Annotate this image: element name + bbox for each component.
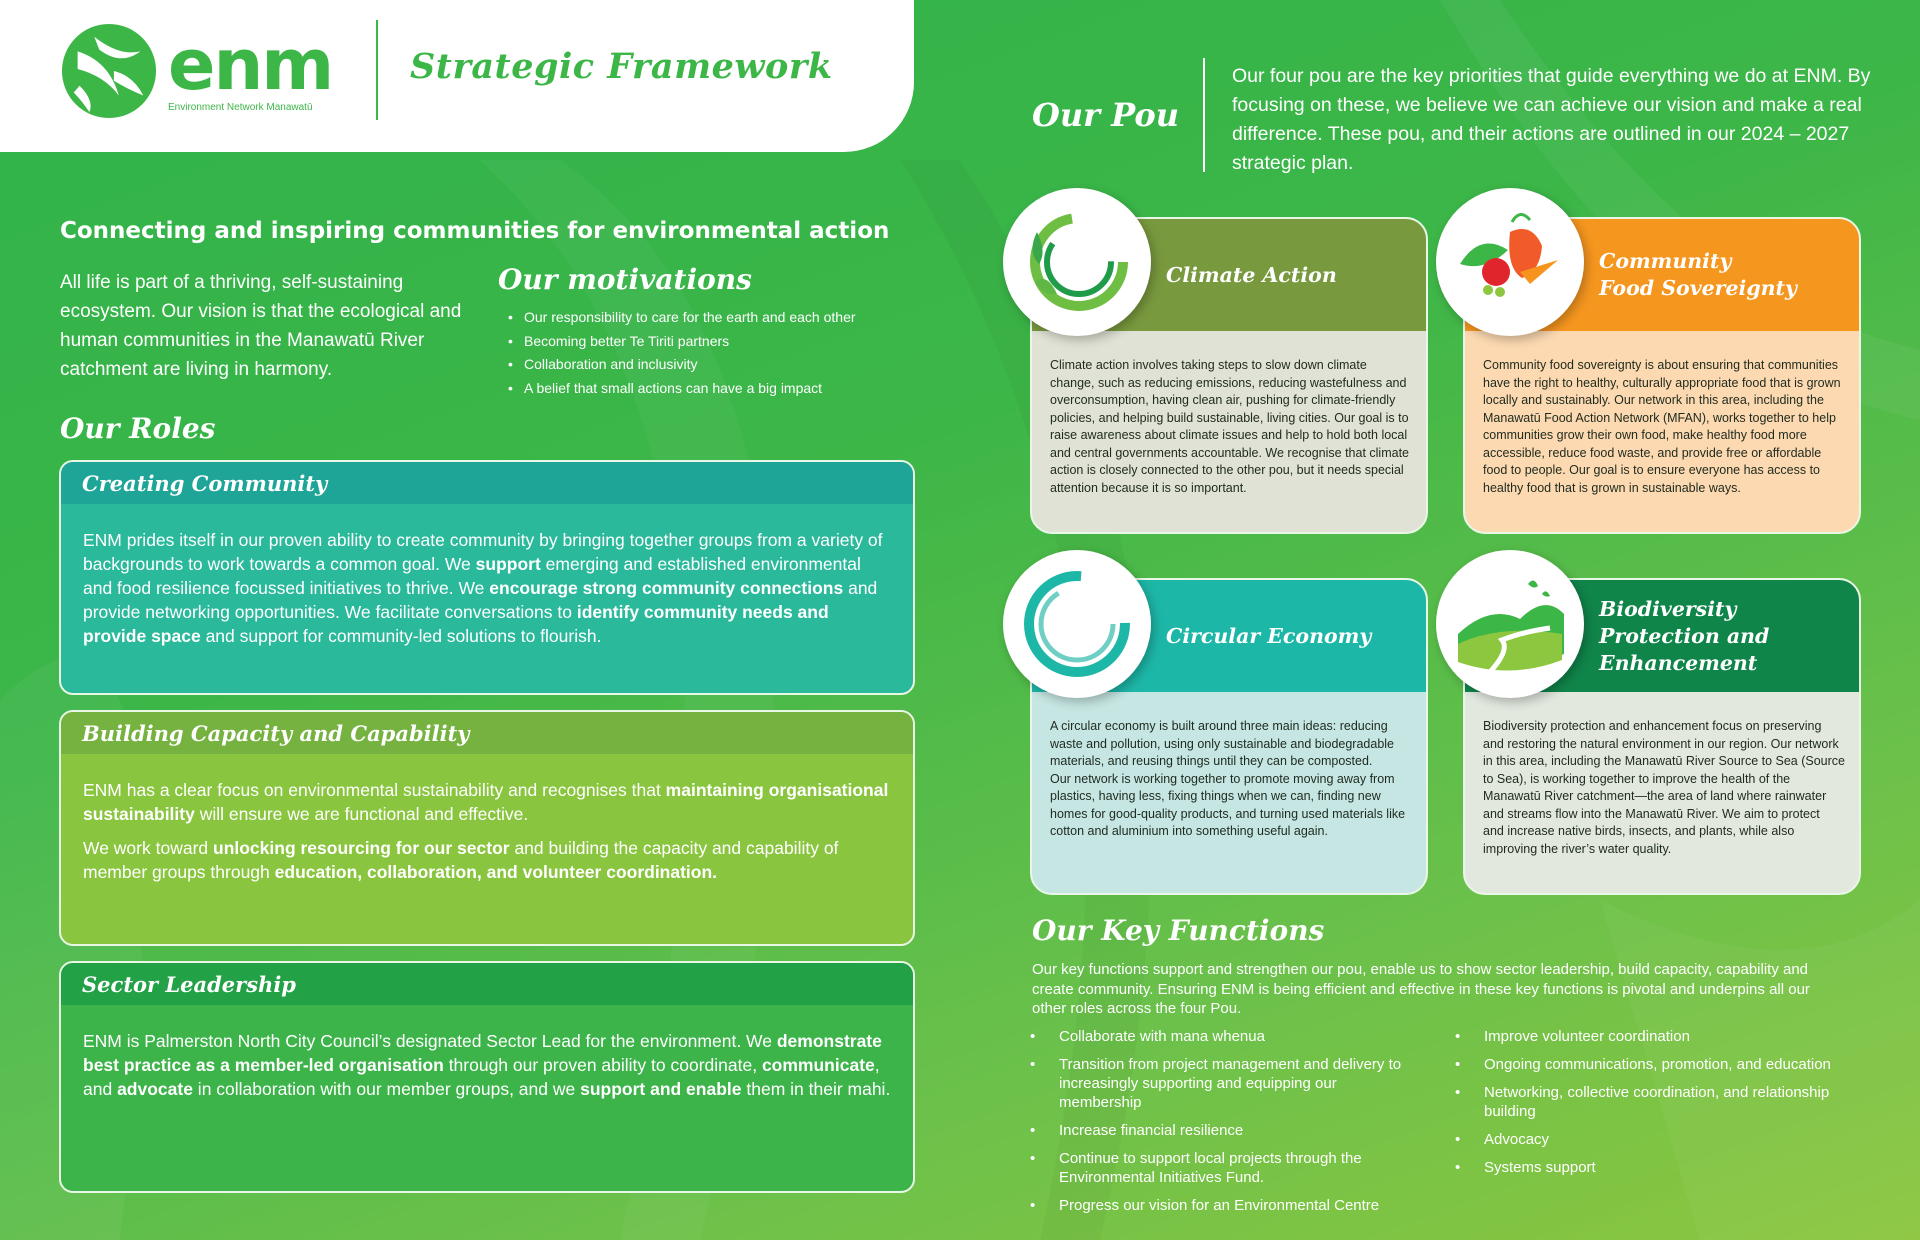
key-functions-list-left: Collaborate with mana whenua Transition …: [1030, 1027, 1410, 1224]
header-divider: [376, 20, 378, 120]
pou-name-line: Community: [1599, 249, 1732, 273]
climate-circle-icon: [1003, 188, 1151, 336]
pou-description: Community food sovereignty is about ensu…: [1465, 331, 1859, 497]
logo-subtitle: Environment Network Manawatū: [168, 101, 313, 113]
pou-heading: Our Pou: [1032, 96, 1179, 134]
role-paragraph: ENM prides itself in our proven ability …: [83, 530, 883, 646]
list-item: Continue to support local projects throu…: [1030, 1149, 1410, 1187]
page-title: Strategic Framework: [410, 46, 833, 87]
pou-paragraph: A circular economy is built around three…: [1050, 719, 1395, 768]
motivation-item: Our responsibility to care for the earth…: [508, 306, 856, 330]
role-title: Sector Leadership: [61, 963, 913, 1005]
circular-economy-icon: [1003, 550, 1151, 698]
list-item: Progress our vision for an Environmental…: [1030, 1196, 1410, 1215]
key-functions-heading: Our Key Functions: [1032, 914, 1325, 947]
pou-paragraph: Community food sovereignty is about ensu…: [1483, 358, 1841, 495]
role-title: Building Capacity and Capability: [61, 712, 913, 754]
enm-logo-mark-icon: [61, 23, 157, 119]
pou-description: Biodiversity protection and enhancement …: [1465, 692, 1859, 858]
pou-name-line: Protection and: [1599, 623, 1770, 648]
tagline: Connecting and inspiring communities for…: [60, 218, 890, 244]
role-body: ENM has a clear focus on environmental s…: [61, 754, 913, 884]
pou-paragraph: Climate action involves taking steps to …: [1050, 358, 1409, 495]
pou-description: Climate action involves taking steps to …: [1032, 331, 1426, 497]
logo-wordmark: enm: [168, 23, 334, 106]
role-paragraph: ENM has a clear focus on environmental s…: [83, 780, 889, 824]
role-paragraph: ENM is Palmerston North City Council’s d…: [83, 1031, 891, 1099]
river-landscape-icon: [1436, 550, 1584, 698]
role-title: Creating Community: [61, 462, 913, 504]
list-item: Improve volunteer coordination: [1455, 1027, 1875, 1046]
motivations-list: Our responsibility to care for the earth…: [508, 306, 856, 400]
list-item: Transition from project management and d…: [1030, 1055, 1410, 1112]
pou-name: Climate Action: [1166, 219, 1337, 331]
pou-name: Circular Economy: [1166, 580, 1371, 692]
header-panel: enm Environment Network Manawatū Strateg…: [0, 0, 914, 152]
roles-heading: Our Roles: [60, 412, 216, 445]
motivations-heading: Our motivations: [498, 263, 752, 296]
motivation-item: A belief that small actions can have a b…: [508, 377, 856, 401]
pou-name-line: Climate Action: [1166, 262, 1337, 287]
pou-paragraph: Our network is working together to promo…: [1050, 771, 1406, 839]
list-item: Collaborate with mana whenua: [1030, 1027, 1410, 1046]
motivation-item: Becoming better Te Tiriti partners: [508, 330, 856, 354]
list-item: Networking, collective coordination, and…: [1455, 1083, 1875, 1121]
vegetables-icon: [1436, 188, 1584, 336]
pou-intro: Our four pou are the key priorities that…: [1232, 65, 1871, 174]
pou-description: A circular economy is built around three…: [1032, 692, 1426, 841]
list-item: Increase financial resilience: [1030, 1121, 1410, 1140]
role-body: ENM prides itself in our proven ability …: [61, 504, 913, 648]
motivation-item: Collaboration and inclusivity: [508, 353, 856, 377]
key-functions-list-right: Improve volunteer coordination Ongoing c…: [1455, 1027, 1875, 1186]
pou-name-line: Biodiversity: [1599, 596, 1737, 621]
role-body: ENM is Palmerston North City Council’s d…: [61, 1005, 913, 1101]
list-item: Advocacy: [1455, 1130, 1875, 1149]
role-paragraph: We work toward unlocking resourcing for …: [83, 838, 839, 882]
pou-name-line: Enhancement: [1599, 650, 1758, 675]
pou-name-line: Food Sovereignty: [1599, 276, 1797, 300]
list-item: Systems support: [1455, 1158, 1875, 1177]
pou-paragraph: and increase native birds, insects, and …: [1483, 824, 1795, 856]
role-card-building-capacity: Building Capacity and Capability ENM has…: [59, 710, 915, 946]
pou-divider: [1203, 58, 1205, 172]
list-item: Ongoing communications, promotion, and e…: [1455, 1055, 1875, 1074]
pou-name-line: Circular Economy: [1166, 623, 1372, 648]
key-functions-intro: Our key functions support and strengthen…: [1032, 961, 1810, 1017]
vision-statement: All life is part of a thriving, self-sus…: [60, 272, 462, 380]
pou-paragraph: Biodiversity protection and enhancement …: [1483, 719, 1845, 821]
role-card-creating-community: Creating Community ENM prides itself in …: [59, 460, 915, 695]
role-card-sector-leadership: Sector Leadership ENM is Palmerston Nort…: [59, 961, 915, 1193]
enm-logo[interactable]: enm Environment Network Manawatū: [60, 22, 334, 120]
pou-card-climate-action: Climate Action Climate action involves t…: [1030, 217, 1428, 534]
